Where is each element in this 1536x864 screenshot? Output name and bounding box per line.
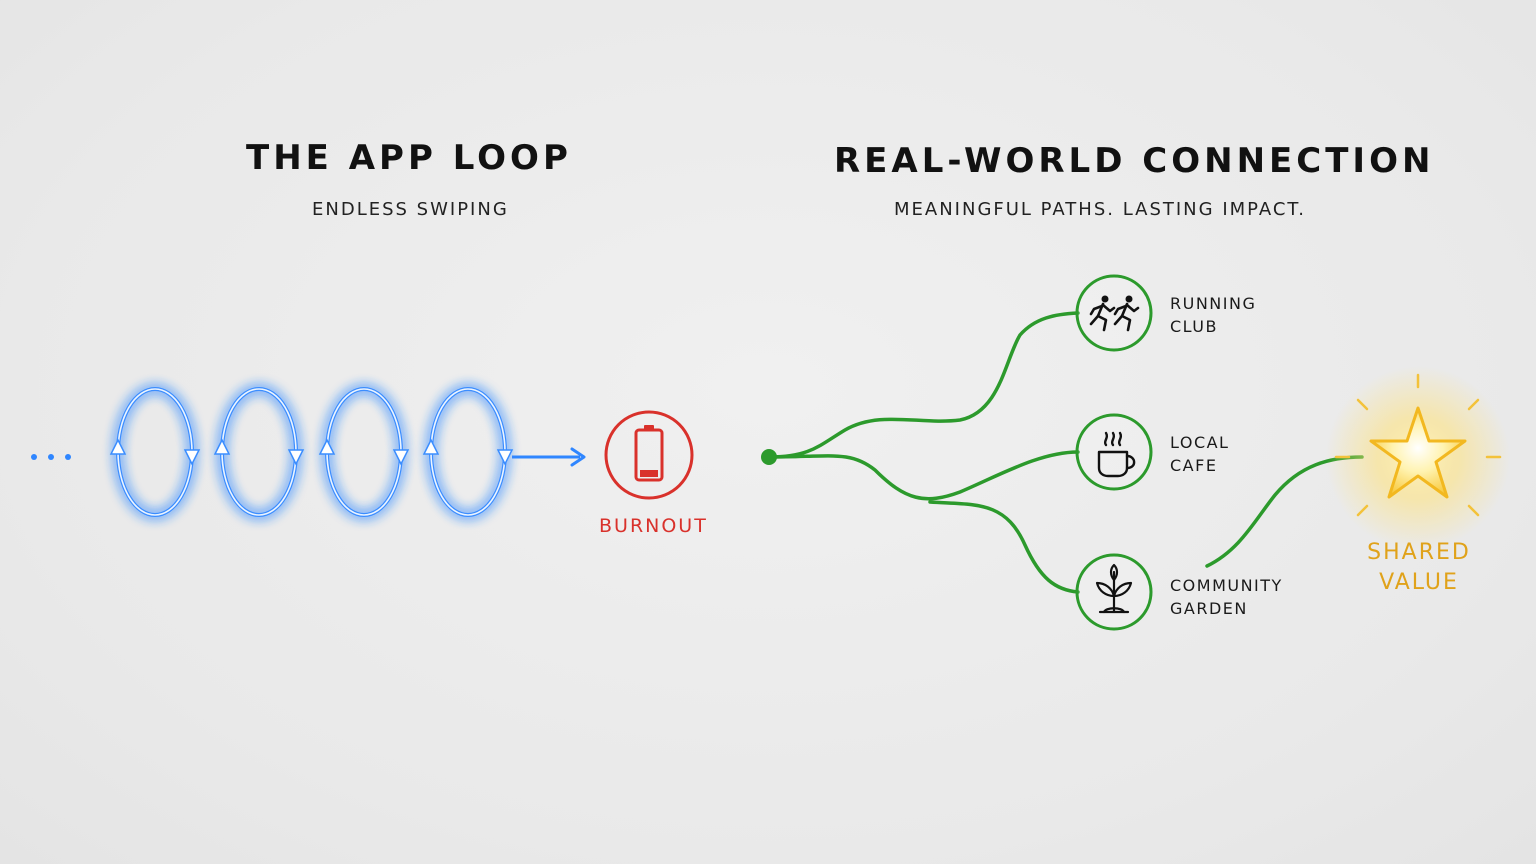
connection-paths — [768, 311, 1364, 594]
shared-value-label: SHARED VALUE — [1358, 538, 1480, 598]
loop-arrowheads — [109, 438, 514, 466]
burnout-node — [604, 410, 694, 500]
app-loop-title: THE APP LOOP — [246, 138, 572, 178]
community-garden-label-line1: COMMUNITY — [1170, 576, 1283, 595]
community-garden-node — [1075, 553, 1153, 631]
local-cafe-label-line1: LOCAL — [1170, 433, 1230, 452]
burnout-label: BURNOUT — [599, 515, 708, 537]
app-loop-subtitle: ENDLESS SWIPING — [312, 199, 509, 220]
swipe-loops — [116, 387, 507, 517]
down-arrow-icon — [287, 449, 305, 466]
local-cafe-node — [1075, 413, 1153, 491]
shared-value-label-line1: SHARED — [1367, 540, 1471, 565]
shared-value-label-line2: VALUE — [1379, 570, 1459, 595]
running-club-node — [1075, 274, 1153, 352]
star-rays — [1334, 373, 1502, 517]
shared-value-node — [1326, 366, 1510, 550]
community-garden-label: COMMUNITY GARDEN — [1170, 574, 1283, 620]
up-arrow-icon — [422, 438, 440, 455]
down-arrow-icon — [183, 449, 201, 466]
local-cafe-label: LOCAL CAFE — [1170, 431, 1229, 477]
real-world-title: REAL-WORLD CONNECTION — [834, 141, 1435, 181]
swipe-loops-inner — [117, 388, 506, 516]
running-club-label: RUNNING CLUB — [1170, 292, 1256, 338]
path-to-running-club — [768, 311, 1080, 459]
path-to-local-cafe — [768, 450, 1080, 501]
exit-arrow-icon — [570, 447, 586, 467]
up-arrow-icon — [109, 438, 127, 455]
loop-leader-dots — [31, 454, 71, 460]
low-battery-icon — [634, 425, 664, 482]
star-icon — [1369, 406, 1467, 499]
up-arrow-icon — [318, 438, 336, 455]
path-to-community-garden — [928, 500, 1080, 594]
path-origin-dot — [761, 449, 777, 465]
down-arrow-icon — [392, 449, 410, 466]
running-people-icon — [1089, 295, 1140, 332]
running-club-label-line1: RUNNING — [1170, 294, 1257, 313]
real-world-subtitle: MEANINGFUL PATHS. LASTING IMPACT. — [894, 199, 1307, 220]
down-arrow-icon — [496, 449, 514, 466]
running-club-label-line2: CLUB — [1170, 317, 1218, 336]
coffee-cup-icon — [1097, 431, 1136, 478]
sprout-icon — [1095, 563, 1133, 614]
local-cafe-label-line2: CAFE — [1170, 456, 1218, 475]
community-garden-label-line2: GARDEN — [1170, 599, 1248, 618]
up-arrow-icon — [213, 438, 231, 455]
